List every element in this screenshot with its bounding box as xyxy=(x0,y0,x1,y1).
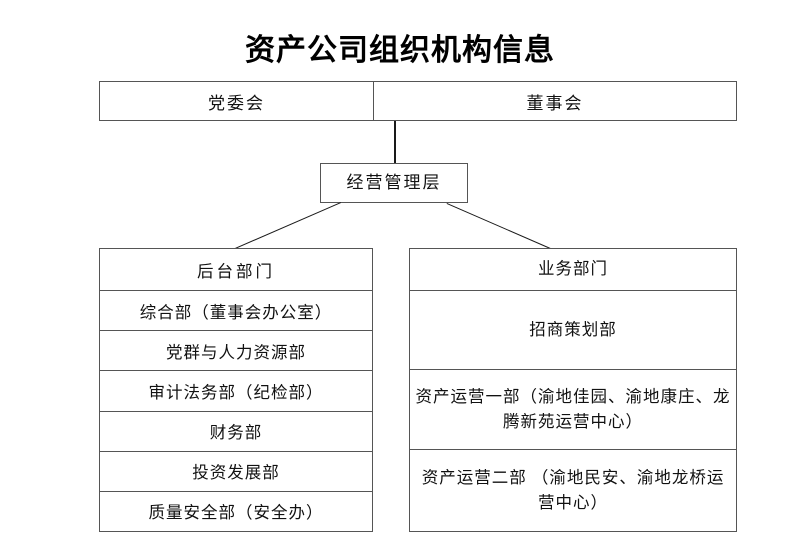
dept-party-and-hr[interactable]: 党群与人力资源部 xyxy=(100,331,372,372)
dept-investment-development[interactable]: 投资发展部 xyxy=(100,452,372,492)
connector-board-to-management xyxy=(394,121,396,163)
column-header-business: 业务部门 xyxy=(410,249,736,291)
node-party-committee[interactable]: 党委会 xyxy=(100,82,374,120)
dept-quality-safety[interactable]: 质量安全部（安全办） xyxy=(148,503,324,523)
dept-general-office[interactable]: 综合部（董事会办公室） xyxy=(100,291,372,332)
business-column: 业务部门 招商策划部 资产运营一部（渝地佳园、渝地康庄、龙腾新苑运营中心） 资产… xyxy=(409,248,737,532)
node-management-layer[interactable]: 经营管理层 xyxy=(320,163,468,203)
top-level-row: 党委会 董事会 xyxy=(99,81,737,121)
dept-investment-promotion-planning[interactable]: 招商策划部 xyxy=(410,291,736,370)
connector-management-to-business xyxy=(446,203,559,253)
dept-audit-legal[interactable]: 审计法务部（纪检部） xyxy=(100,371,372,412)
page-title: 资产公司组织机构信息 xyxy=(245,34,555,67)
back-office-column: 后台部门 综合部（董事会办公室） 党群与人力资源部 审计法务部（纪检部） 财务部… xyxy=(99,248,373,532)
node-board-of-directors[interactable]: 董事会 xyxy=(526,93,584,113)
dept-asset-operations-one[interactable]: 资产运营一部（渝地佳园、渝地康庄、龙腾新苑运营中心） xyxy=(410,370,736,450)
column-header-back-office: 后台部门 xyxy=(100,249,372,291)
dept-finance[interactable]: 财务部 xyxy=(100,412,372,452)
dept-asset-operations-two[interactable]: 资产运营二部 （渝地民安、渝地龙桥运营中心） xyxy=(421,467,725,512)
connector-management-to-back-office xyxy=(228,202,341,252)
